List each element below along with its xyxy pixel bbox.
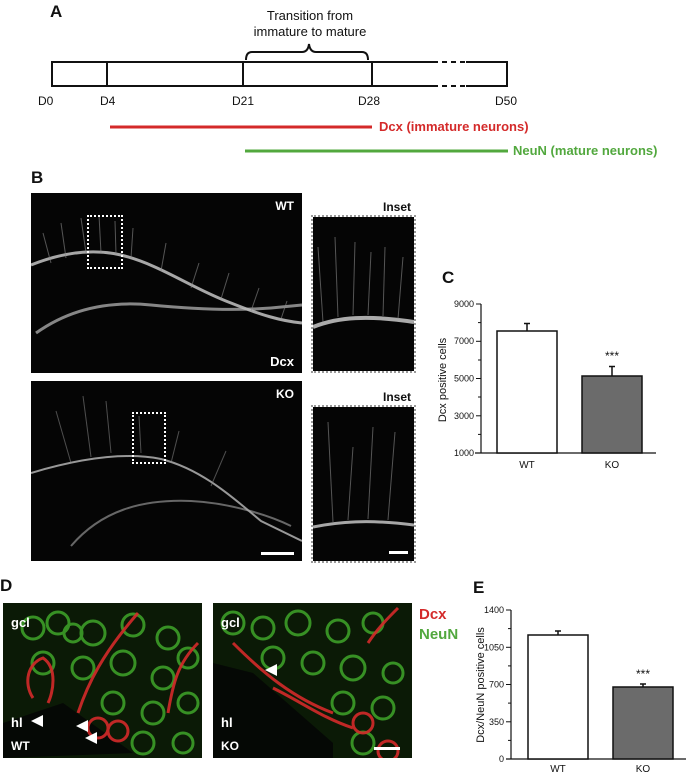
wt-inset-image — [311, 215, 416, 373]
neun-label: NeuN (mature neurons) — [513, 143, 658, 158]
wt-label: WT — [275, 199, 294, 213]
tick-d50: D50 — [495, 94, 518, 108]
ko-dcx-image: KO — [31, 381, 302, 561]
xtick-ko: KO — [636, 764, 651, 774]
dentate-gyrus-dcx-stain — [31, 214, 302, 335]
hl-label: hl — [11, 715, 23, 730]
ko-inset-region — [132, 412, 166, 464]
svg-text:5000: 5000 — [454, 374, 474, 384]
timeline-diagram — [51, 43, 508, 153]
ko-label: KO — [276, 387, 294, 401]
inset-scale-bar — [389, 551, 408, 554]
svg-text:700: 700 — [489, 680, 504, 690]
scale-bar — [261, 552, 294, 555]
transition-label: Transition from immature to mature — [240, 8, 380, 40]
transition-label-line2: immature to mature — [253, 24, 367, 39]
xtick-wt: WT — [550, 764, 566, 774]
svg-text:1050: 1050 — [484, 642, 504, 652]
dcx-label: Dcx (immature neurons) — [379, 119, 529, 134]
svg-text:1400: 1400 — [484, 605, 504, 615]
panel-label-c: C — [442, 268, 455, 287]
ko-inset-image — [311, 405, 416, 563]
bracket-icon — [245, 43, 369, 61]
tick-d0: D0 — [38, 94, 54, 108]
gcl-label: gcl — [221, 615, 240, 630]
tick-d28: D28 — [358, 94, 381, 108]
chart-e-ylabel: Dcx/NeuN positive cells — [475, 627, 487, 743]
svg-text:3000: 3000 — [454, 411, 474, 421]
wt-inset-title: Inset — [383, 200, 412, 214]
wt-fluorescence-image: gcl hl WT — [3, 603, 202, 758]
panel-label-a: A — [50, 2, 63, 21]
chart-e: Dcx/NeuN positive cells 1400 1050 700 35… — [475, 605, 686, 774]
legend-neun: NeuN — [419, 626, 459, 643]
bar-wt — [527, 634, 589, 760]
gcl-label: gcl — [11, 615, 30, 630]
svg-text:1000: 1000 — [454, 448, 474, 458]
tick-d21: D21 — [232, 94, 255, 108]
chart-c: Dcx positive cells 9000 7000 5000 3000 1… — [437, 299, 656, 470]
svg-text:7000: 7000 — [454, 336, 474, 346]
panel-label-d: D — [0, 576, 13, 595]
wt-inset-region — [87, 215, 123, 269]
ko-fluorescence-image: gcl hl KO — [213, 603, 412, 758]
chart-c-ylabel: Dcx positive cells — [437, 337, 449, 422]
svg-text:9000: 9000 — [454, 299, 474, 309]
svg-text:0: 0 — [499, 754, 504, 764]
dcx-stain-label: Dcx — [270, 354, 294, 369]
significance-marker: *** — [636, 667, 650, 681]
bar-ko — [581, 375, 643, 454]
legend-dcx: Dcx — [419, 606, 447, 623]
wt-label: WT — [11, 739, 30, 753]
wt-dcx-image: WT Dcx — [31, 193, 302, 373]
transition-label-line1: Transition from — [266, 8, 354, 23]
panel-label-b: B — [31, 168, 44, 187]
panel-label-e: E — [473, 578, 485, 597]
xtick-ko: KO — [605, 460, 620, 470]
bar-wt — [496, 330, 558, 454]
scale-bar — [374, 747, 400, 750]
xtick-wt: WT — [519, 460, 535, 470]
tick-d4: D4 — [100, 94, 116, 108]
ko-label: KO — [221, 739, 239, 753]
significance-marker: *** — [605, 349, 619, 363]
ko-inset-title: Inset — [383, 390, 412, 404]
svg-text:350: 350 — [489, 717, 504, 727]
bar-ko — [612, 686, 674, 760]
hl-label: hl — [221, 715, 233, 730]
